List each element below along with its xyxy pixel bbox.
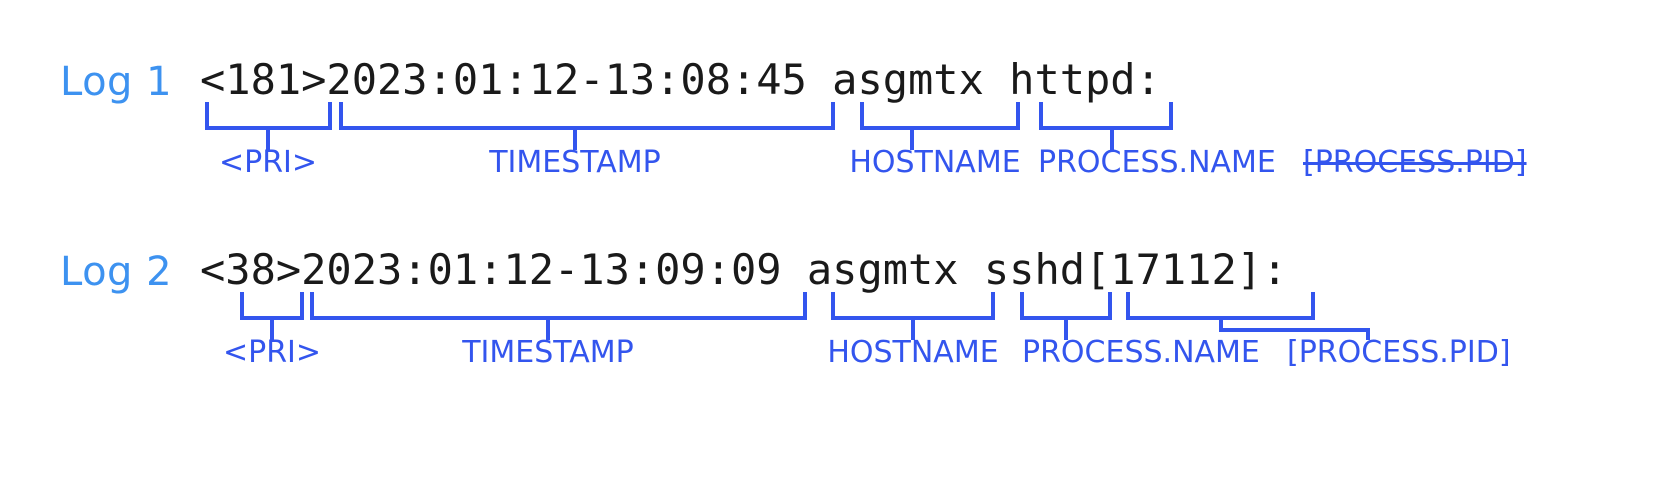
label-hostname: HOSTNAME bbox=[849, 145, 1021, 180]
label-process-pid: [PROCESS.PID] bbox=[1287, 335, 1511, 370]
label-timestamp: TIMESTAMP bbox=[489, 145, 661, 180]
label-process-name: PROCESS.NAME bbox=[1038, 145, 1276, 180]
log-1-labels: <PRI> TIMESTAMP HOSTNAME PROCESS.NAME [P… bbox=[0, 144, 1667, 190]
label-process-pid-struck: [PROCESS.PID] bbox=[1303, 145, 1527, 180]
label-pri: <PRI> bbox=[218, 145, 318, 180]
log-2-brackets bbox=[240, 292, 1370, 340]
log-2-caption: Log 2 bbox=[60, 249, 173, 295]
log-1-caption: Log 1 bbox=[60, 59, 173, 105]
label-hostname: HOSTNAME bbox=[827, 335, 999, 370]
log-2-labels: <PRI> TIMESTAMP HOSTNAME PROCESS.NAME [P… bbox=[0, 334, 1667, 380]
log-1-message: <181>2023:01:12-13:08:45 asgmtx httpd: bbox=[200, 55, 1161, 104]
label-process-name: PROCESS.NAME bbox=[1022, 335, 1260, 370]
log-1-brackets bbox=[205, 102, 1173, 150]
label-timestamp: TIMESTAMP bbox=[462, 335, 634, 370]
log-2-message: <38>2023:01:12-13:09:09 asgmtx sshd[1711… bbox=[200, 245, 1288, 294]
label-pri: <PRI> bbox=[222, 335, 322, 370]
